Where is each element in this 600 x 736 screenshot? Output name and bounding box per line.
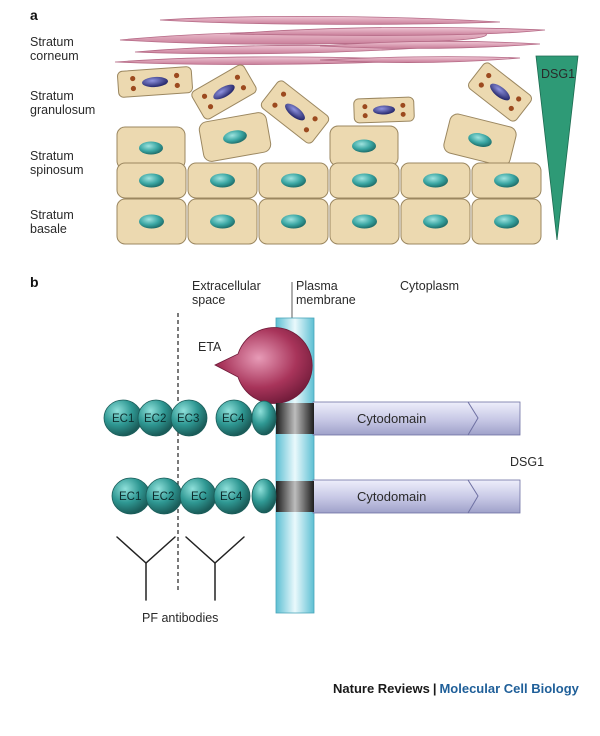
journal-credit: Nature Reviews|Molecular Cell Biology [333,681,579,696]
ec1-label: EC1 [119,491,141,503]
nucleus [352,214,377,229]
dsg1-gradient-triangle [535,55,579,241]
eapd-domain [251,400,277,436]
granular-cell [260,80,330,144]
label-stratum-corneum-2: corneum [30,49,79,63]
panel-a-label: a [30,7,38,23]
label-stratum-granulosum-2: granulosum [30,103,95,117]
ec4-label: EC4 [222,413,245,425]
spinous-cell [116,126,186,170]
ec2-label: EC2 [152,491,174,503]
ec4-domain [213,477,251,515]
plasma-membrane-label-2: membrane [296,293,356,307]
label-stratum-corneum-1: Stratum [30,35,74,49]
ec1-label: EC1 [112,413,134,425]
label-stratum-granulosum-1: Stratum [30,89,74,103]
spinous-cell [198,112,272,162]
nucleus [139,214,164,229]
cytoplasm-label: Cytoplasm [400,279,459,293]
label-stratum-spinosum-1: Stratum [30,149,74,163]
nucleus [210,214,235,229]
dsg1-label: DSG1 [510,455,544,469]
ec3-label: EC3 [177,413,199,425]
transmembrane-segment [276,481,314,512]
cytodomain-kink [467,401,479,436]
nucleus [423,173,448,188]
dsg1-molecule-1: Cytodomain EC1 EC2 EC3 EC4 [103,399,521,437]
credit-separator: | [432,681,437,696]
spinous-cell [329,125,399,167]
journal-subtitle: Molecular Cell Biology [439,681,579,696]
antibody-y-2-arms [185,536,245,565]
extracellular-space-label-2: space [192,293,225,307]
cytodomain-label: Cytodomain [357,411,426,426]
cytodomain-bar [312,401,521,436]
label-stratum-basale-2: basale [30,222,67,236]
pf-antibodies [116,536,245,601]
nucleus [281,214,306,229]
journal-name: Nature Reviews [333,681,430,696]
granular-cell [353,96,415,124]
dsg1-gradient-label: DSG1 [541,67,575,81]
cytodomain-bar [312,479,521,514]
granular-cell [191,64,257,120]
cytodomain-kink [467,479,479,514]
transmembrane-segment [276,403,314,434]
nucleus [352,173,377,188]
granular-cell [117,66,193,98]
ec4-label: EC4 [220,491,243,503]
nucleus [210,173,235,188]
ec3-label: EC [191,491,207,503]
nucleus [281,173,306,188]
cell-rows [116,162,542,245]
eapd-domain [251,478,277,514]
dsg1-molecule-2: Cytodomain EC1 EC2 EC EC4 [111,477,521,515]
granular-cell [468,62,532,122]
ec3-domain [170,399,208,437]
spinous-cell [443,113,517,167]
stratum-granulosum-layer [117,62,532,144]
nucleus [494,214,519,229]
extracellular-space-label-1: Extracellular [192,279,261,293]
plasma-membrane-label-1: Plasma [296,279,338,293]
eta-label: ETA [198,340,222,354]
label-stratum-spinosum-2: spinosum [30,163,84,177]
stratum-corneum-layer [114,15,546,65]
cytodomain-label: Cytodomain [357,489,426,504]
nucleus [494,173,519,188]
stratum-spinosum-upper [116,112,517,170]
panel-b-label: b [30,274,39,290]
ec2-label: EC2 [144,413,166,425]
pf-antibodies-label: PF antibodies [142,611,218,625]
nucleus [423,214,448,229]
antibody-y-1-arms [116,536,176,565]
nucleus [139,173,164,188]
eta-toxin [214,327,313,404]
label-stratum-basale-1: Stratum [30,208,74,222]
